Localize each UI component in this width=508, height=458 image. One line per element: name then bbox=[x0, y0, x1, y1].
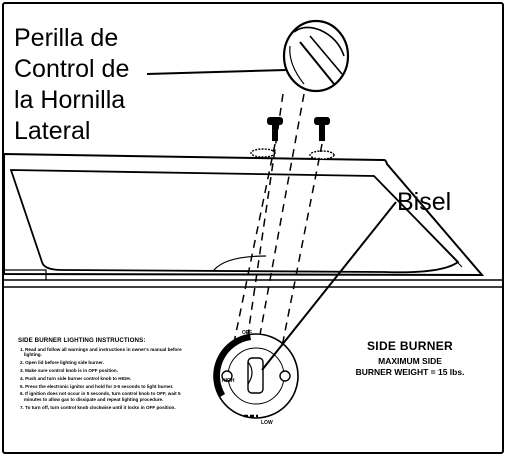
instruction-step: 1. Read and follow all warnings and inst… bbox=[20, 347, 182, 358]
diagram-frame: Perilla de Control de la Hornilla Latera… bbox=[2, 2, 504, 454]
washer-right bbox=[309, 150, 335, 160]
knob-leader-line bbox=[146, 69, 287, 75]
bezel bbox=[213, 333, 299, 419]
burner-outline bbox=[213, 255, 267, 271]
max-weight-label: MAXIMUM SIDE BURNER WEIGHT = 15 lbs. bbox=[338, 356, 482, 378]
washer-left bbox=[250, 148, 276, 158]
assembly-guide-lines bbox=[229, 93, 323, 363]
bezel-leader-line bbox=[261, 201, 397, 371]
max-weight-line-2: BURNER WEIGHT = 15 lbs. bbox=[355, 367, 465, 377]
knob-callout-line-3: la Hornilla bbox=[14, 86, 126, 114]
screw-left bbox=[267, 117, 283, 141]
lighting-instructions: SIDE BURNER LIGHTING INSTRUCTIONS: 1. Re… bbox=[18, 337, 190, 412]
side-burner-title: SIDE BURNER bbox=[367, 339, 453, 353]
instruction-step: 6. If ignition does not occur in 5 secon… bbox=[20, 391, 181, 402]
knob-callout-line-4: Lateral bbox=[14, 117, 91, 145]
knob-callout-line-2: Control de bbox=[14, 55, 130, 83]
instruction-step: 5. Press the electronic ignitor and hold… bbox=[20, 383, 174, 389]
lid-inner-panel bbox=[9, 169, 460, 274]
screw-right bbox=[314, 117, 330, 141]
knob-mark-low: LOW bbox=[261, 420, 273, 426]
knob-mark-high: HIGH bbox=[222, 378, 235, 384]
max-weight-line-1: MAXIMUM SIDE bbox=[378, 356, 442, 366]
knob-callout-label: Perilla de Control de la Hornilla Latera… bbox=[14, 23, 129, 147]
bezel-callout-label: Bisel bbox=[397, 188, 452, 216]
control-knob bbox=[282, 19, 350, 93]
instruction-step: 3. Make sure control knob is in OFF posi… bbox=[20, 368, 119, 373]
instruction-step: 4. Push and turn side burner control kno… bbox=[20, 375, 132, 381]
instruction-step: 7. To turn off, turn control knob clockw… bbox=[20, 404, 176, 410]
instruction-step: 2. Open lid before lighting side burner. bbox=[20, 360, 104, 366]
exploded-view-drawing bbox=[4, 19, 502, 419]
knob-callout-line-1: Perilla de bbox=[14, 24, 119, 52]
instructions-title: SIDE BURNER LIGHTING INSTRUCTIONS: bbox=[18, 337, 146, 344]
knob-mark-off: OFF bbox=[242, 330, 252, 336]
